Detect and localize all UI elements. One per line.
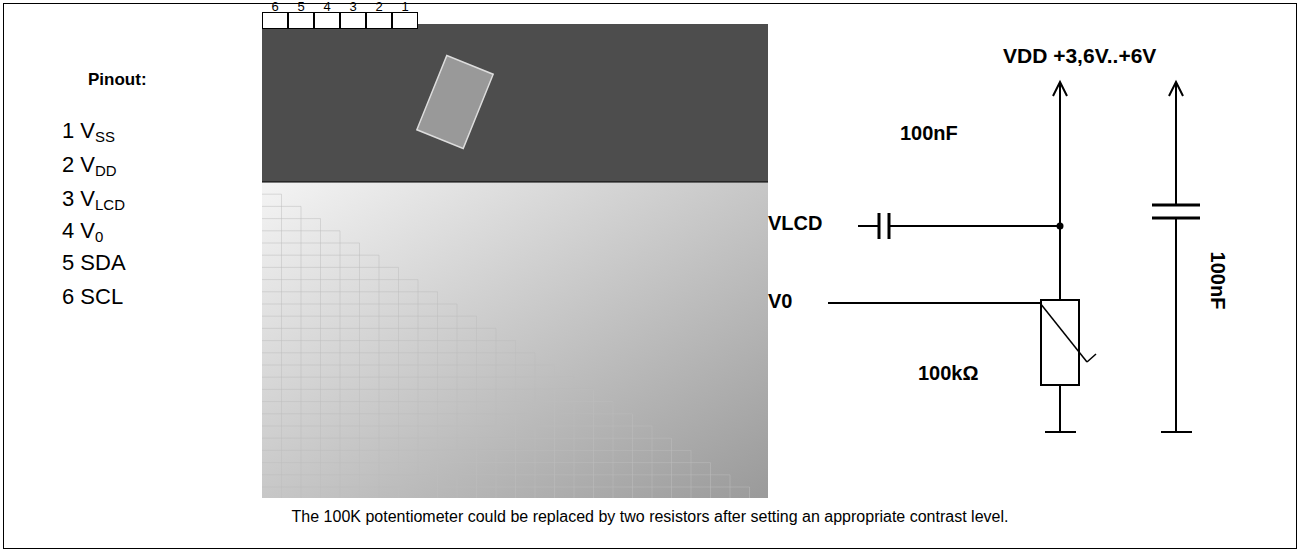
lcd-pcb xyxy=(262,24,768,182)
capacitor-symbol xyxy=(879,205,1200,239)
pin-number: 1 xyxy=(401,0,408,15)
resistor-value: 100kΩ xyxy=(918,362,979,385)
lcd-edge xyxy=(262,182,768,183)
pin-name: 3 VLCD xyxy=(62,186,125,211)
controller-chip xyxy=(417,56,493,149)
wires xyxy=(828,82,1192,432)
pin-name: 4 V0 xyxy=(62,218,103,243)
pinout-heading: Pinout: xyxy=(88,70,147,90)
pin-number: 4 xyxy=(323,0,330,15)
supply-label: VDD +3,6V..+6V xyxy=(1003,44,1156,68)
potentiometer-symbol xyxy=(1041,300,1079,385)
pin-number: 5 xyxy=(297,0,304,15)
pin-number: 3 xyxy=(349,0,356,15)
pin-name: 2 VDD xyxy=(62,152,117,177)
wiper-arrow xyxy=(1040,303,1096,362)
pin-number: 2 xyxy=(375,0,382,15)
pin-name: 6 SCL xyxy=(62,284,123,309)
pin-pads xyxy=(263,13,418,29)
capacitor-value: 100nF xyxy=(1207,251,1230,309)
pin-name: 1 VSS xyxy=(62,118,115,143)
lcd-texture xyxy=(262,194,750,498)
junction-dot xyxy=(1057,223,1064,230)
caption-note: The 100K potentiometer could be replaced… xyxy=(292,508,1009,526)
pin-number: 6 xyxy=(271,0,278,15)
signal-name: VLCD xyxy=(768,212,822,235)
outer-frame xyxy=(4,4,1297,549)
capacitor-value: 100nF xyxy=(900,122,958,145)
lcd-glass xyxy=(262,182,768,498)
signal-name: V0 xyxy=(768,290,792,313)
pin-name: 5 SDA xyxy=(62,250,126,275)
